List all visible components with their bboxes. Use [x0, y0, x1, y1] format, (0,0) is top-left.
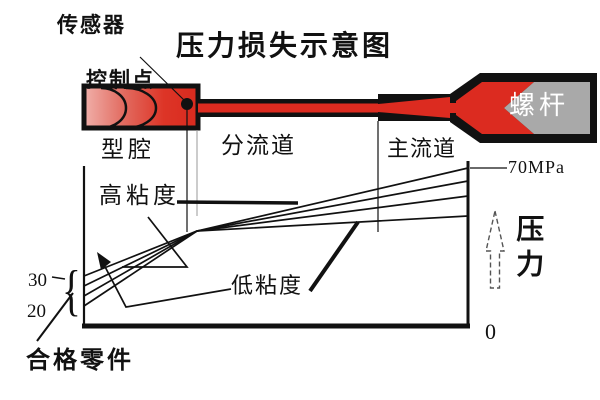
branch-runner-shape — [198, 99, 380, 117]
axis-origin-zero: 0 — [485, 319, 496, 344]
low-viscosity-arrowhead — [97, 252, 111, 270]
low-viscosity-label: 低粘度 — [231, 273, 304, 298]
sensor-label-line2: 控制点 — [86, 68, 155, 93]
sensor-point-dot — [181, 98, 193, 110]
melt-chevron — [456, 82, 534, 134]
diagram-title: 压力损失示意图 — [176, 31, 394, 62]
screw-body — [504, 82, 590, 134]
sensor-label-line1: 传感器 — [57, 13, 126, 37]
sensor-leader-line — [139, 56, 186, 102]
high-viscosity-label: 高粘度 — [99, 183, 180, 208]
max-pressure-value: 70MPa — [508, 157, 566, 177]
mold-cavity-shape — [81, 83, 201, 131]
low-viscosity-leader-thick — [308, 220, 360, 293]
pressure-curve-high-viscosity — [83, 167, 469, 307]
flow-front-arc — [125, 86, 158, 130]
cavity-label: 型腔 — [101, 137, 155, 162]
low-viscosity-leader-bent — [100, 258, 232, 308]
main-runner-label: 主流道 — [387, 136, 457, 161]
flow-front-arc — [100, 86, 128, 130]
pressure-axis-label: 压力 — [512, 214, 544, 284]
axis-tick-30: 30 — [28, 270, 47, 291]
branch-runner-label: 分流道 — [221, 133, 296, 158]
qualified-parts-label: 合格零件 — [26, 348, 134, 374]
tick-30-leader — [51, 276, 66, 280]
pressure-up-arrow — [485, 210, 505, 289]
screw-label: 螺杆 — [509, 91, 570, 120]
axis-tick-20: 20 — [27, 301, 46, 322]
high-viscosity-leader-thick — [176, 200, 299, 205]
qualified-parts-leader — [36, 292, 74, 342]
range-brace: { — [62, 260, 81, 322]
sensor-control-point-label: 传感器 控制点 — [57, 12, 155, 95]
pressure-curves — [83, 167, 469, 307]
high-viscosity-leader-bent — [122, 216, 189, 268]
main-runner-shape — [378, 94, 452, 121]
barrel-and-screw-shape — [447, 73, 597, 143]
